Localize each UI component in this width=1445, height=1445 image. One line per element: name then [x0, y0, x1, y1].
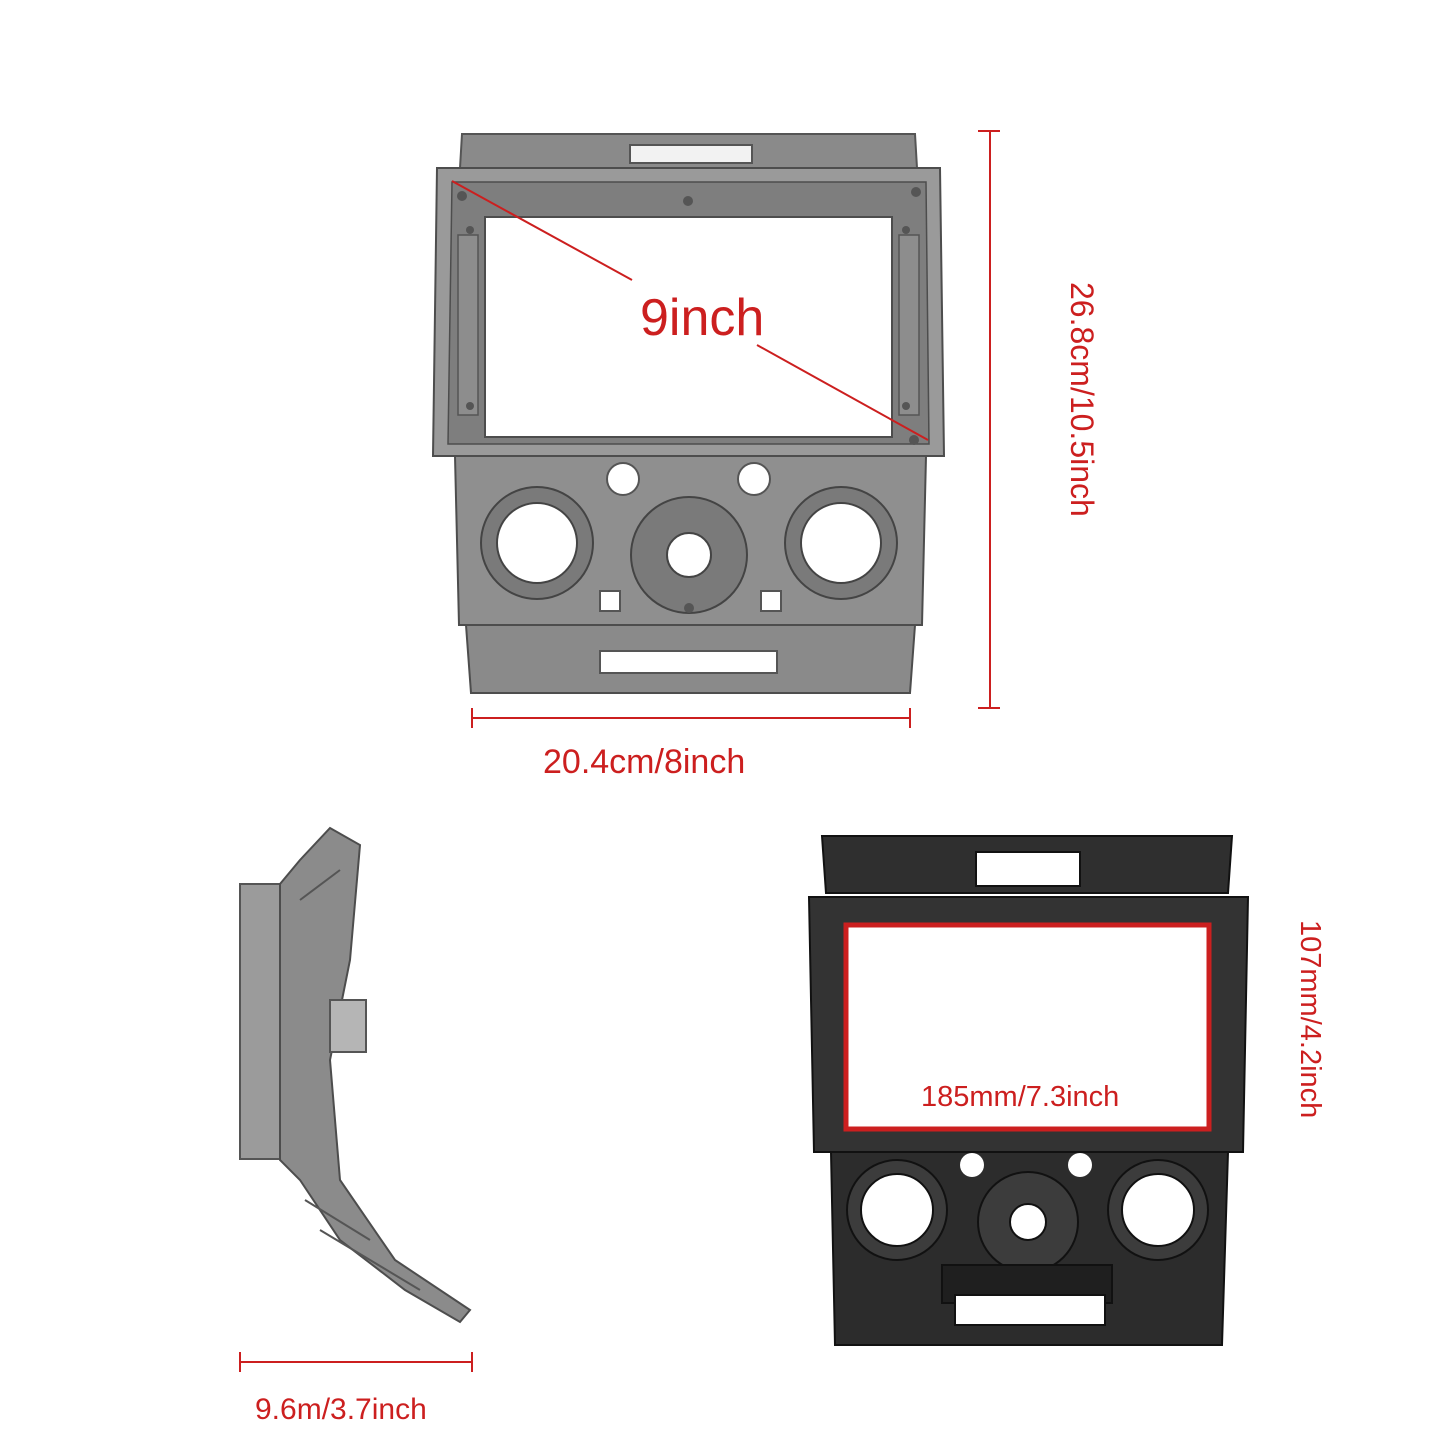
side-depth-label: 9.6m/3.7inch [255, 1393, 427, 1426]
front-height-label-wrap: 26.8cm/10.5inch [1064, 282, 1106, 582]
inner-height-label: 107mm/4.2inch [1294, 920, 1326, 1119]
front-height-label: 26.8cm/10.5inch [1064, 282, 1100, 517]
inner-height-label-wrap: 107mm/4.2inch [1294, 920, 1336, 1170]
front-width-label: 20.4cm/8inch [543, 743, 746, 781]
inner-width-label: 185mm/7.3inch [921, 1081, 1120, 1113]
screen-size-label: 9inch [640, 289, 765, 347]
